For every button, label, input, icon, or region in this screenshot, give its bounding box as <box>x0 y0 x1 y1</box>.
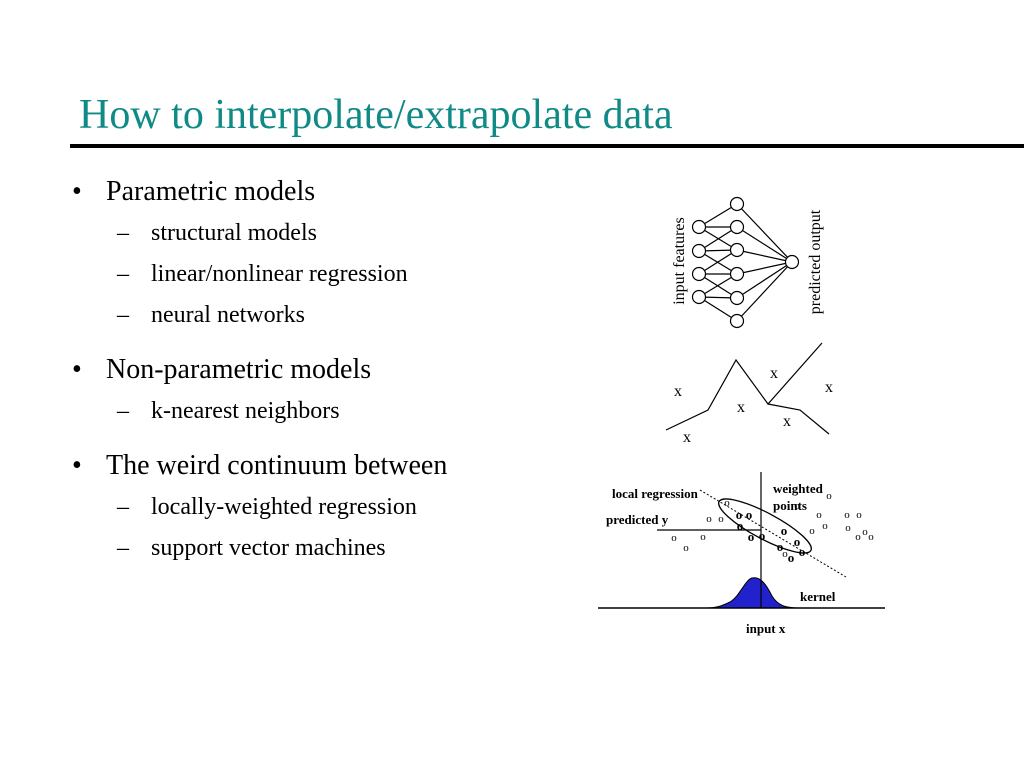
weighted-data-point: o <box>736 507 743 522</box>
sub-neural-networks: neural networks <box>72 295 592 336</box>
bullet-weird-continuum: The weird continuum between <box>72 446 592 486</box>
knn-point: x <box>683 429 691 446</box>
input-hidden-edge <box>698 273 738 298</box>
data-point: o <box>862 526 868 538</box>
knn-point: x <box>737 399 745 416</box>
knn-point: x <box>770 365 778 382</box>
output-node <box>784 254 800 270</box>
input-node <box>691 289 707 305</box>
bullet-group-parametric: Parametric models structural models line… <box>72 172 592 336</box>
network-nodes <box>691 196 800 329</box>
weighted-data-point: o <box>746 507 753 522</box>
data-point: o <box>868 531 874 543</box>
hidden-output-edge <box>736 261 793 322</box>
data-point: o <box>845 522 851 534</box>
local-regression-line <box>699 489 847 578</box>
kernel-label: kernel <box>800 589 836 604</box>
hidden-node <box>729 196 745 212</box>
bullet-group-continuum: The weird continuum between locally-weig… <box>72 446 592 569</box>
input-hidden-edge <box>698 203 738 228</box>
hidden-node <box>729 219 745 235</box>
kernel-curve <box>705 577 801 609</box>
data-point: o <box>724 497 730 509</box>
network-connections <box>698 203 793 322</box>
knn-boundary-branch <box>767 403 830 435</box>
neural-network-diagram: input features predicted output <box>671 196 824 329</box>
hidden-output-edge <box>736 261 793 275</box>
weighted-data-point: o <box>748 529 755 544</box>
data-point: o <box>671 532 677 544</box>
data-point: o <box>794 500 800 512</box>
knn-decision-boundary <box>665 342 823 431</box>
data-point: o <box>816 509 822 521</box>
data-point: o <box>844 509 850 521</box>
bullet-group-nonparametric: Non-parametric models k-nearest neighbor… <box>72 350 592 432</box>
data-point: o <box>718 513 724 525</box>
bullet-list: Parametric models structural models line… <box>72 172 592 583</box>
bullet-nonparametric-models: Non-parametric models <box>72 350 592 390</box>
weighted-data-point: o <box>777 539 784 554</box>
points-label: points <box>773 498 807 513</box>
knn-point: x <box>825 379 833 396</box>
sub-locally-weighted-regression: locally-weighted regression <box>72 487 592 528</box>
data-point: o <box>782 548 788 560</box>
knn-diagram: x x x x x x <box>665 342 833 446</box>
sub-knn: k-nearest neighbors <box>72 391 592 432</box>
sub-structural-models: structural models <box>72 213 592 254</box>
hidden-node <box>729 242 745 258</box>
bullet-parametric-models: Parametric models <box>72 172 592 212</box>
sub-list-nonparametric: k-nearest neighbors <box>72 391 592 432</box>
weighted-data-point: o <box>781 523 788 538</box>
input-node <box>691 243 707 259</box>
hidden-node <box>729 313 745 329</box>
hidden-output-edge <box>736 249 793 263</box>
data-point: o <box>822 520 828 532</box>
data-point: o <box>856 509 862 521</box>
hidden-output-edge <box>736 203 793 263</box>
hidden-node <box>729 290 745 306</box>
hidden-output-edge <box>736 226 793 263</box>
sub-list-continuum: locally-weighted regression support vect… <box>72 487 592 569</box>
data-point: o <box>826 490 832 502</box>
title-divider <box>70 144 1024 148</box>
input-hidden-edge <box>698 296 738 322</box>
knn-point: x <box>674 383 682 400</box>
input-features-label: input features <box>671 217 688 305</box>
data-point: o <box>855 531 861 543</box>
data-point: o <box>706 513 712 525</box>
input-node <box>691 266 707 282</box>
knn-points: x x x x x x <box>674 365 833 446</box>
predicted-y-label: predicted y <box>606 512 669 527</box>
weighted-data-point: o <box>737 518 744 533</box>
weighted-points-ellipse <box>718 498 812 554</box>
hidden-output-edge <box>736 261 793 299</box>
input-hidden-edge <box>698 249 738 275</box>
sub-list-parametric: structural models linear/nonlinear regre… <box>72 213 592 336</box>
data-point: o <box>809 525 815 537</box>
slide-title: How to interpolate/extrapolate data <box>79 92 673 138</box>
input-node <box>691 219 707 235</box>
local-regression-label: local regression <box>612 486 699 501</box>
weighted-data-point: o <box>799 544 806 559</box>
knn-point: x <box>783 413 791 430</box>
predicted-output-label: predicted output <box>807 209 824 314</box>
input-x-label: input x <box>746 621 786 636</box>
sub-regression: linear/nonlinear regression <box>72 254 592 295</box>
hidden-node <box>729 266 745 282</box>
sub-support-vector-machines: support vector machines <box>72 528 592 569</box>
weighted-data-point: o <box>788 550 795 565</box>
weighted-data-point: o <box>794 534 801 549</box>
input-hidden-edge <box>698 226 738 252</box>
weighted-data-point: o <box>759 528 766 543</box>
data-point: o <box>700 531 706 543</box>
data-point: o <box>683 542 689 554</box>
weighted-label: weighted <box>773 481 824 496</box>
